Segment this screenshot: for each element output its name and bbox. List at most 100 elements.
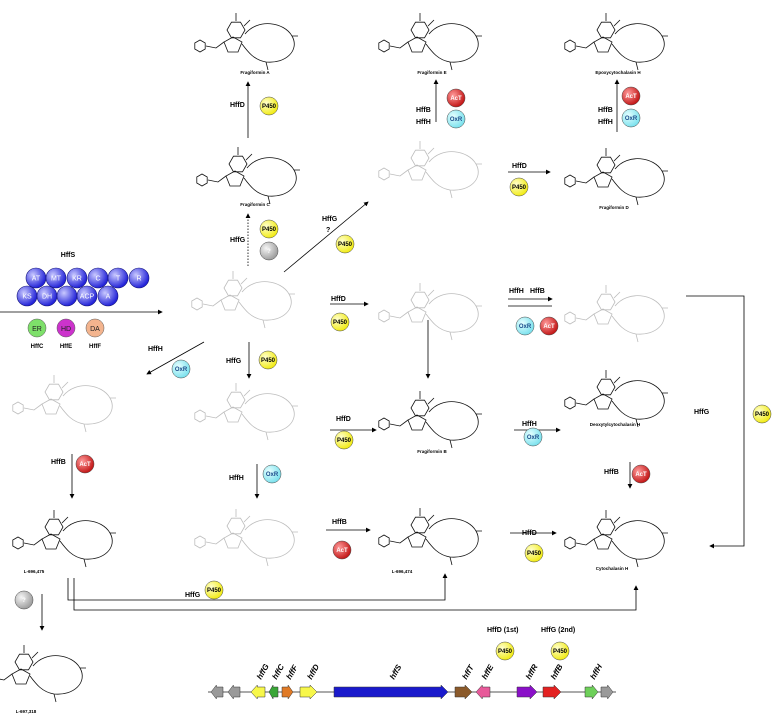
gene-arrow xyxy=(333,684,449,700)
domain-label: KS xyxy=(22,294,32,301)
q-badge: ? xyxy=(14,590,34,610)
act-badge-label: AcT xyxy=(625,94,637,100)
molecule-2 xyxy=(378,13,482,71)
gene-hffe: hffE xyxy=(475,663,496,700)
enzyme-hffb-5: HffB xyxy=(51,459,66,466)
gene-arrow xyxy=(281,684,294,700)
domain-dh: DH xyxy=(36,285,58,307)
gene-arrow xyxy=(516,684,538,700)
gene-flanking xyxy=(210,684,224,700)
molecule-11 xyxy=(194,383,298,441)
compound-fragiformin-b: Fragiformin B xyxy=(417,449,447,454)
act-badge: AcT xyxy=(621,86,641,106)
gene-arrow xyxy=(227,684,241,700)
p450-badge: P450 xyxy=(330,312,350,332)
tailoring-domain-label: ER xyxy=(32,326,42,333)
gene-hffd: hffD xyxy=(299,663,321,700)
compound-l-697-318: L-697,318 xyxy=(16,709,37,714)
enzyme-hffh-1: HffH xyxy=(416,119,431,126)
gene-arrow xyxy=(584,684,599,700)
enzyme-hffh-5: HffH xyxy=(522,421,537,428)
q-badge: ? xyxy=(259,241,279,261)
act-badge: AcT xyxy=(631,464,651,484)
enzyme-hffd-5: HffD xyxy=(522,530,537,537)
q-badge-label: ? xyxy=(267,249,271,255)
enzyme-hffg-2nd: HffG (2nd) xyxy=(541,627,575,634)
p450-badge: P450 xyxy=(524,543,544,563)
act-badge-label: AcT xyxy=(543,324,555,330)
oxr-badge-label: OxR xyxy=(450,117,463,123)
domain-blank xyxy=(56,285,78,307)
molecule-8 xyxy=(378,283,482,341)
gene-arrow xyxy=(600,684,614,700)
domain-at: AT xyxy=(25,267,47,289)
molecule-1 xyxy=(194,13,298,71)
gene-label: hffT xyxy=(460,663,476,681)
molecule-3 xyxy=(564,13,668,71)
domain-kr: KR xyxy=(66,267,88,289)
p450-badge-label: P450 xyxy=(553,649,568,655)
enzyme-hffg-4: HffG xyxy=(694,409,710,416)
enzyme-hffh-3: HffH xyxy=(509,288,524,295)
tailoring-enzyme-name: HffF xyxy=(89,344,101,350)
molecule-13 xyxy=(564,370,668,428)
act-badge: AcT xyxy=(75,454,95,474)
p450-badge: P450 xyxy=(335,234,355,254)
gene-arrow xyxy=(250,684,266,700)
act-badge-label: AcT xyxy=(635,472,647,478)
gene-label: hffC xyxy=(270,663,286,681)
gene-arrow xyxy=(299,684,318,700)
oxr-badge: OxR xyxy=(262,464,282,484)
domain-a: A xyxy=(97,285,119,307)
oxr-badge: OxR xyxy=(523,427,543,447)
p450-badge-label: P450 xyxy=(512,185,527,191)
act-badge: AcT xyxy=(539,316,559,336)
gene-flanking xyxy=(227,684,241,700)
gene-label: hffG xyxy=(255,662,271,681)
domain-c: C xyxy=(87,267,109,289)
oxr-badge-label: OxR xyxy=(175,367,188,373)
enzyme-labels: HffD HffB HffH HffB HffH HffD HffG HffG … xyxy=(51,102,710,634)
oxr-badge: OxR xyxy=(446,109,466,129)
q-badge-label: ? xyxy=(22,598,26,604)
oxr-badge: OxR xyxy=(515,316,535,336)
enzyme-hffh-6: HffH xyxy=(229,475,244,482)
enzyme-hffb-3: HffB xyxy=(530,288,545,295)
act-badge: AcT xyxy=(332,540,352,560)
domain-ks: KS xyxy=(16,285,38,307)
hffs-label: HffS xyxy=(61,252,76,259)
gene-hffr: hffR xyxy=(516,663,540,700)
p450-badge: P450 xyxy=(259,96,279,116)
oxr-badge: OxR xyxy=(621,108,641,128)
compound-fragiformin-e: Fragiformin E xyxy=(417,70,446,75)
compound-epoxycytochalasin-h: Epoxycytochalasin H xyxy=(595,70,640,75)
domain-label: C xyxy=(95,276,100,283)
molecule-12 xyxy=(378,391,482,449)
oxr-badge-label: OxR xyxy=(519,324,532,330)
domain-label: ACP xyxy=(80,294,95,301)
tailoring-domain-label: HD xyxy=(61,326,71,333)
gene-arrow xyxy=(210,684,224,700)
enzyme-hffg-3: HffG xyxy=(226,358,242,365)
tailoring-hfff: DA HffF xyxy=(85,318,105,350)
compound-cytochalasin-h: Cytochalasin H xyxy=(596,566,629,571)
molecule-10 xyxy=(12,375,116,433)
gene-hffb: hffB xyxy=(542,663,565,700)
domain-label: R xyxy=(136,276,141,283)
compound-l-696-474: L-696,474 xyxy=(392,569,413,574)
p450-badge: P450 xyxy=(509,177,529,197)
p450-badge-label: P450 xyxy=(527,551,542,557)
domain-label: DH xyxy=(42,294,52,301)
gene-arrow xyxy=(475,684,491,700)
p450-badge-label: P450 xyxy=(498,649,513,655)
p450-badge: P450 xyxy=(550,641,570,661)
molecule-7 xyxy=(191,271,295,329)
reaction-arrows xyxy=(39,79,745,631)
tailoring-domain-label: DA xyxy=(90,326,100,333)
enzyme-hffb-6: HffB xyxy=(332,519,347,526)
